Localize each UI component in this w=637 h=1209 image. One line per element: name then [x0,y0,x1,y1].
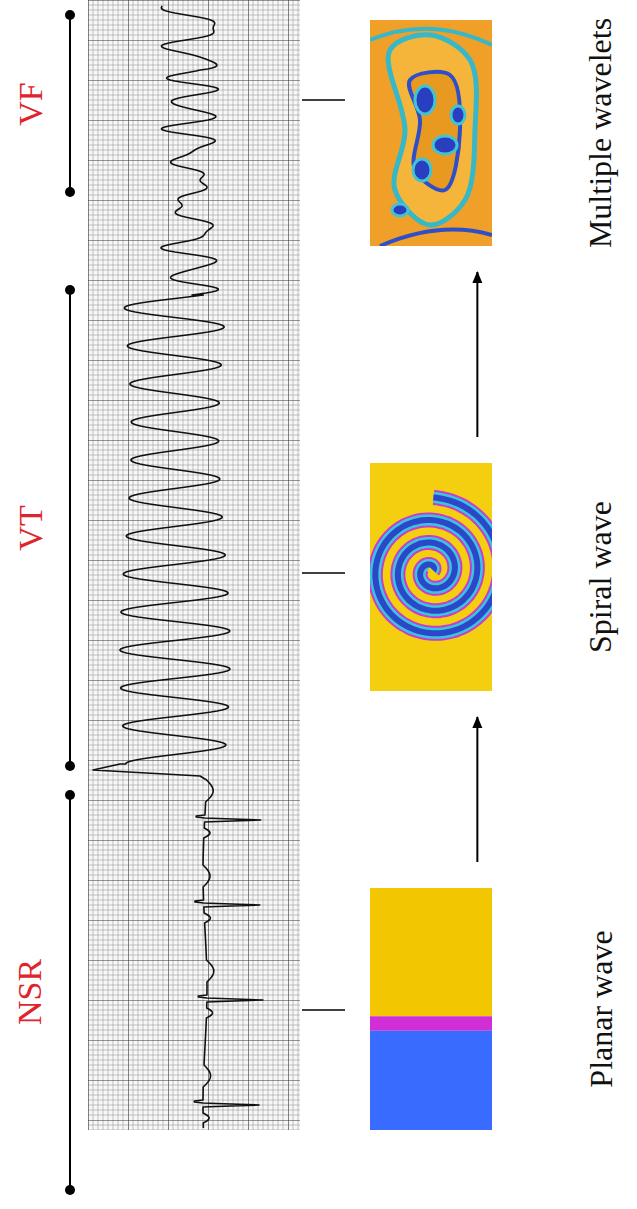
wave-panel: Planar wave [370,888,492,1130]
phase-label: VF [13,82,47,125]
panel-caption: Multiple wavelets [584,18,616,248]
planar-wave-image [370,888,492,1130]
panel-caption: Spiral wave [584,501,616,653]
spiral-wave-image [370,463,492,691]
wave-panel: Spiral wave [370,463,492,691]
tick-lines [302,100,345,1010]
bracket-dots [65,10,75,1195]
wave-panel: Multiple wavelets [370,20,492,246]
panel-caption: Planar wave [584,930,616,1087]
phase-label: NSR [13,959,47,1025]
ecg-paper [88,0,300,1130]
progression-arrow [476,717,478,862]
progression-arrow [476,272,478,437]
ecg-trace-group [93,6,263,1128]
ecg-trace [93,6,263,1128]
ecg-grid [88,0,300,1130]
wavelets-image [370,20,492,246]
phase-label: VT [13,505,47,550]
